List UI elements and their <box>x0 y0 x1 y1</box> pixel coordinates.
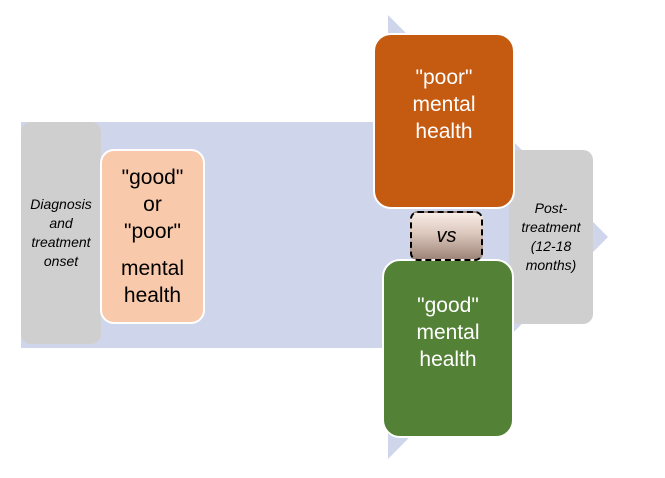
poor-outcome-line-2: mental <box>412 92 476 116</box>
poor-outcome-line-3: health <box>415 119 473 143</box>
post-treatment-box: Post- treatment (12-18 months) <box>509 150 593 324</box>
baseline-line-3: "poor" <box>124 220 181 243</box>
onset-line-3: treatment <box>31 234 91 250</box>
post-line-4: months) <box>525 257 577 273</box>
onset-line-1: Diagnosis <box>30 196 92 212</box>
poor-outcome-box: "poor" mental health <box>373 33 515 209</box>
versus-label: vs <box>436 224 457 247</box>
good-outcome-line-2: mental <box>416 321 480 344</box>
good-outcome-line-3: health <box>419 348 477 371</box>
onset-line-4: onset <box>43 253 79 269</box>
post-line-3: (12-18 <box>530 238 572 254</box>
versus-label-box: vs <box>410 211 483 261</box>
post-line-1: Post- <box>534 200 568 216</box>
baseline-line-2: or <box>143 193 162 216</box>
diagnosis-onset-box: Diagnosis and treatment onset <box>21 122 101 344</box>
good-outcome-line-1: "good" <box>417 294 479 317</box>
onset-line-2: and <box>49 215 73 231</box>
good-outcome-box: "good" mental health <box>382 259 514 438</box>
poor-outcome-line-1: "poor" <box>415 65 473 89</box>
post-line-2: treatment <box>521 219 581 235</box>
baseline-mental-health-box: "good" or "poor" mental health <box>100 149 205 324</box>
baseline-line-1: "good" <box>121 166 184 189</box>
baseline-line-4: mental <box>120 257 185 280</box>
baseline-line-5: health <box>123 284 182 307</box>
